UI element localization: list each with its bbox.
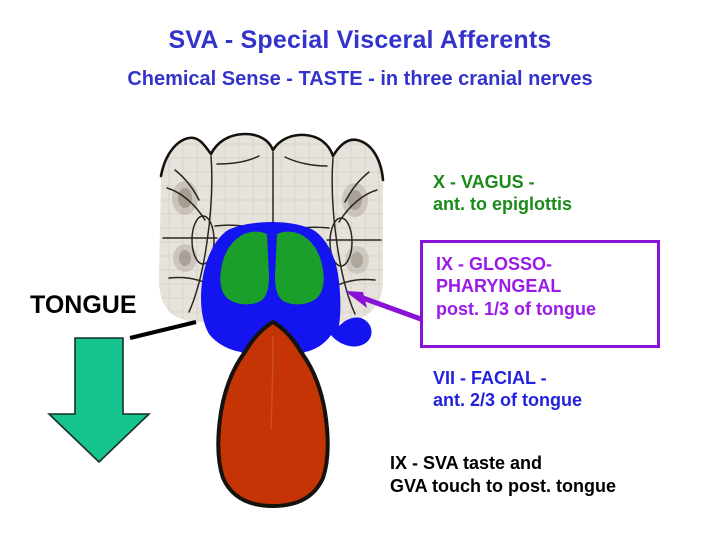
legend-vagus: X - VAGUS - ant. to epiglottis [433, 172, 572, 216]
bottom-caption: IX - SVA taste and GVA touch to post. to… [390, 452, 616, 497]
median-sulcus [270, 335, 274, 431]
tongue-anatomy-illustration [155, 130, 387, 508]
gp-pointer-arrow [345, 291, 432, 325]
caption-line2: GVA touch to post. tongue [390, 475, 616, 496]
tongue-down-arrow [47, 337, 151, 464]
legend-facial-line2: ant. 2/3 of tongue [433, 389, 583, 410]
pharynx-outline [159, 132, 385, 182]
tongue-label: TONGUE [30, 291, 137, 319]
legend-facial: VII - FACIAL - ant. 2/3 of tongue [433, 368, 582, 412]
legend-gp-line2: PHARYNGEAL [436, 276, 562, 297]
legend-glossopharyngeal-box: IX - GLOSSO- PHARYNGEAL post. 1/3 of ton… [420, 240, 660, 348]
region-anterior-two-thirds [216, 320, 330, 508]
legend-facial-line1: VII - FACIAL - [433, 368, 547, 388]
region-epiglottis-left [220, 231, 269, 305]
legend-gp-line3: post. 1/3 of tongue [436, 298, 596, 319]
region-epiglottis-right [275, 231, 324, 305]
tongue-leader-line [129, 320, 197, 340]
legend-glossopharyngeal: IX - GLOSSO- PHARYNGEAL post. 1/3 of ton… [436, 253, 596, 320]
legend-gp-line1: IX - GLOSSO- [436, 254, 553, 274]
page-title: SVA - Special Visceral Afferents [168, 26, 552, 54]
legend-vagus-line2: ant. to epiglottis [433, 193, 572, 214]
page-subtitle: Chemical Sense - TASTE - in three crania… [127, 68, 593, 90]
caption-line1: IX - SVA taste and [390, 453, 543, 473]
legend-vagus-line1: X - VAGUS - [433, 172, 535, 192]
